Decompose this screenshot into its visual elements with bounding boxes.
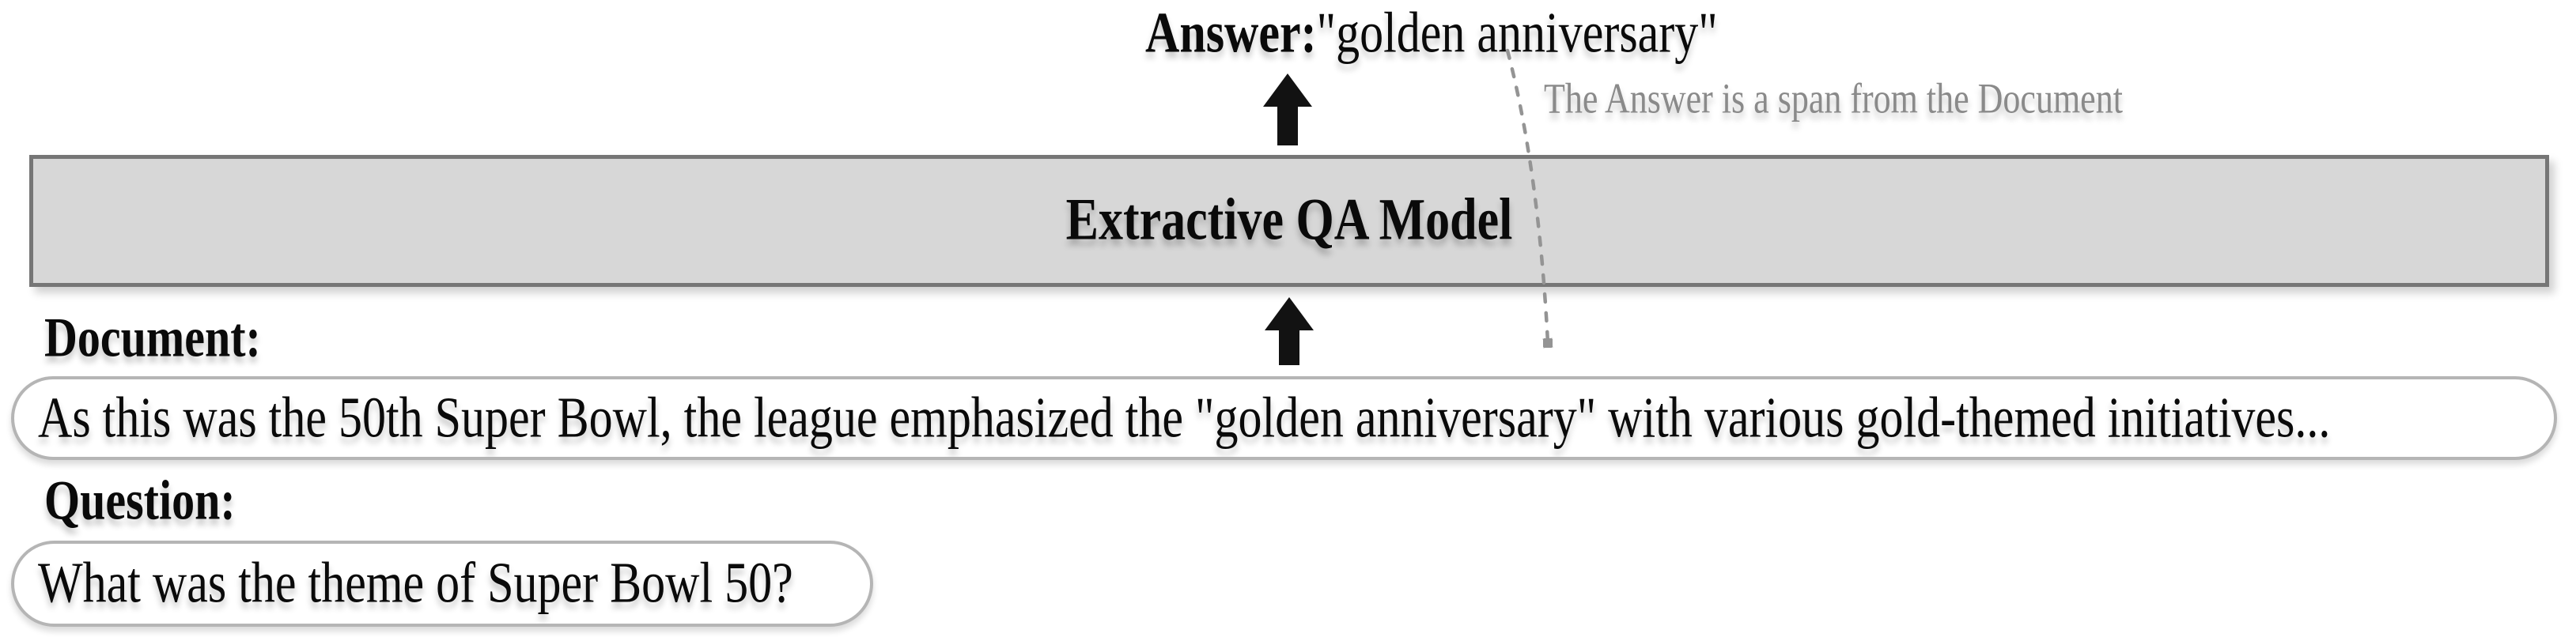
arrow-head <box>1265 297 1314 330</box>
question-pill: What was the theme of Super Bowl 50? <box>11 541 873 627</box>
question-text: What was the theme of Super Bowl 50? <box>38 550 793 615</box>
arrow-shaft <box>1279 330 1299 365</box>
answer-line: Answer:"golden anniversary" <box>1145 1 1718 65</box>
model-title: Extractive QA Model <box>1065 187 1513 253</box>
document-pill: As this was the 50th Super Bowl, the lea… <box>11 376 2557 460</box>
question-label: Question: <box>44 469 236 532</box>
document-text: As this was the 50th Super Bowl, the lea… <box>38 385 2331 449</box>
answer-value: "golden anniversary" <box>1316 0 1718 65</box>
arrow-head <box>1263 74 1312 107</box>
arrow-shaft <box>1277 107 1298 145</box>
model-box: Extractive QA Model <box>29 155 2549 287</box>
document-label: Document: <box>44 306 261 369</box>
document-to-model-arrow-icon <box>1265 297 1314 365</box>
model-to-answer-arrow-icon <box>1263 74 1312 145</box>
answer-label: Answer: <box>1145 0 1317 65</box>
answer-span-note: The Answer is a span from the Document <box>1544 75 2123 123</box>
